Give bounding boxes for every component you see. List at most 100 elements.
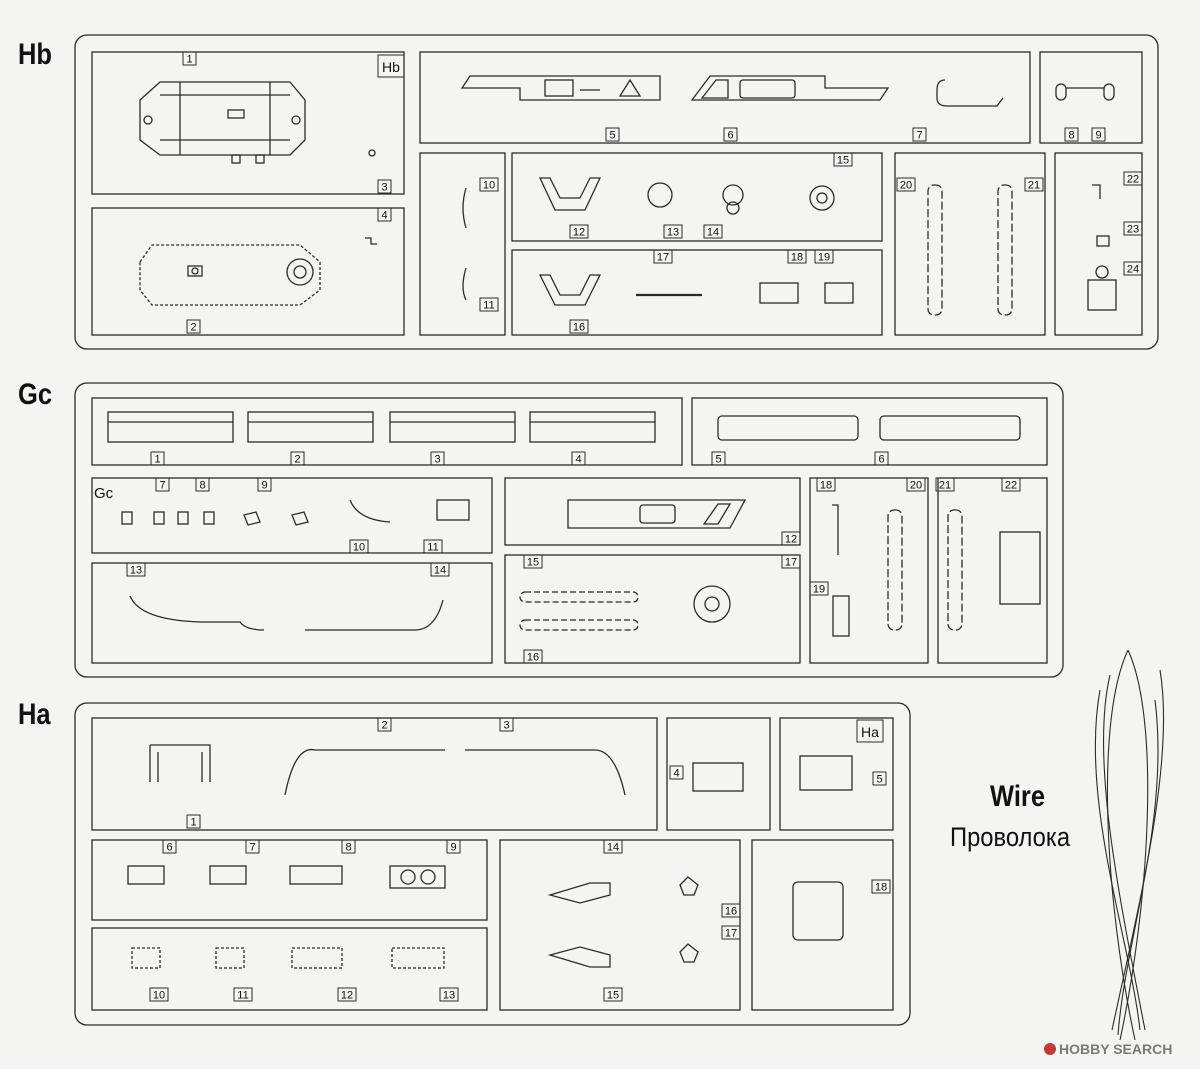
hb-label-11: 11 [483, 300, 494, 312]
sprue-gc-cell [809, 477, 929, 664]
sprue-hb-cell [1054, 152, 1143, 336]
ha-part-7 [209, 865, 247, 885]
gc-part-22 [999, 531, 1041, 605]
gc-label-1: 1 [154, 454, 160, 466]
sprue-ha-tag: Ha [856, 719, 884, 743]
sprue-gc-cell [691, 397, 1048, 466]
gc-part-3-bogie [389, 411, 516, 443]
part-hb-9 [1103, 83, 1115, 101]
hb-label-22: 22 [1127, 174, 1139, 186]
part-hb-8 [1055, 83, 1067, 101]
ha-part-15 [547, 946, 611, 968]
gc-part-8 [177, 511, 215, 525]
part-hb-12 [538, 177, 602, 211]
gc-part-12-panel [567, 499, 747, 529]
gc-part-14 [305, 599, 444, 631]
sprue-hb-tag: Hb [377, 54, 405, 78]
gc-part-21 [947, 509, 963, 631]
gc-label-16: 16 [527, 652, 539, 664]
gc-label-17: 17 [785, 557, 797, 569]
part-hb-10 [462, 187, 467, 229]
gc-part-4-bogie [529, 411, 656, 443]
sprue-ha-cell [499, 839, 741, 1011]
gc-label-12: 12 [785, 534, 797, 546]
gc-part-11 [436, 499, 470, 521]
sprue-ha-cell [91, 839, 488, 921]
sprue-gc-tag: Gc [94, 485, 114, 502]
watermark-text: HOBBY SEARCH [1059, 1041, 1173, 1057]
gc-label-2: 2 [294, 454, 300, 466]
gc-part-9 [243, 511, 261, 526]
sprue-hb-part-numbers: 1 2 3 4 5 6 7 8 9 10 11 12 13 14 15 16 1… [186, 54, 1139, 334]
gc-label-7: 7 [159, 480, 165, 492]
part-hb-21 [997, 184, 1013, 316]
ha-label-12: 12 [341, 990, 353, 1002]
hb-label-24: 24 [1127, 264, 1139, 276]
gc-label-19: 19 [813, 584, 825, 596]
sprue-ha-cell [91, 927, 488, 1011]
hb-label-18: 18 [791, 252, 803, 264]
ha-part-10 [131, 947, 161, 969]
part-hb-7 [936, 79, 1004, 107]
gc-label-21: 21 [939, 480, 951, 492]
svg-text:Ha: Ha [861, 724, 879, 740]
sprue-title-hb: Hb [18, 38, 52, 71]
ha-part-6 [127, 865, 165, 885]
gc-part-5-bogie [717, 415, 859, 441]
ha-label-18: 18 [875, 882, 887, 894]
sprue-hb-cell [511, 249, 883, 336]
part-hb-2-floor [139, 244, 321, 306]
ha-label-2: 2 [381, 720, 387, 732]
hb-label-21: 21 [1028, 180, 1040, 192]
hb-label-17: 17 [657, 252, 669, 264]
part-hb-19 [824, 282, 854, 304]
ha-part-14 [547, 882, 611, 904]
sprue-ha-cell [666, 717, 771, 831]
hb-label-15: 15 [837, 155, 849, 167]
ha-label-14: 14 [607, 842, 619, 854]
sprue-ha-cell [91, 717, 658, 831]
gc-part-6-bogie [879, 415, 1021, 441]
ha-part-2 [284, 748, 445, 796]
sprue-hb-labels [182, 51, 1143, 334]
gc-part-15 [519, 591, 639, 603]
sprue-ha-labels [149, 717, 891, 1002]
gc-label-3: 3 [434, 454, 440, 466]
part-hb-22 [1092, 184, 1101, 199]
part-hb-20 [927, 184, 943, 316]
hb-label-3: 3 [381, 182, 387, 194]
hb-label-20: 20 [900, 180, 912, 192]
ha-label-15: 15 [607, 990, 619, 1002]
gc-part-19 [832, 595, 850, 637]
gc-label-22: 22 [1005, 480, 1017, 492]
ha-part-5 [799, 755, 853, 791]
wire-subtitle: Проволока [950, 822, 1071, 852]
sprue-hb-cell [1039, 51, 1143, 144]
gc-part-2-bogie [247, 411, 374, 443]
gc-label-13: 13 [130, 565, 142, 577]
ha-part-4 [692, 762, 744, 792]
sprue-ha-cell [751, 839, 894, 1011]
gc-part-17 [693, 585, 731, 623]
svg-text:Gc: Gc [94, 485, 114, 502]
part-hb-1-hull [139, 81, 306, 164]
part-hb-14 [722, 184, 744, 215]
gc-part-16 [519, 619, 639, 631]
sprue-hb-cell [91, 207, 405, 336]
part-hb-5-panel [460, 75, 661, 101]
hb-label-19: 19 [818, 252, 830, 264]
ha-label-17: 17 [725, 928, 737, 940]
svg-text:Hb: Hb [382, 59, 400, 75]
gc-part-13 [129, 595, 265, 631]
gc-label-9: 9 [261, 480, 267, 492]
sprue-gc-frame [74, 382, 1064, 678]
part-hb-16 [538, 274, 602, 306]
ha-label-13: 13 [443, 990, 455, 1002]
ha-label-10: 10 [153, 990, 165, 1002]
ha-label-4: 4 [673, 768, 679, 780]
watermark: HOBBY SEARCH [1044, 1041, 1172, 1057]
ha-label-5: 5 [876, 774, 882, 786]
ha-label-7: 7 [249, 842, 255, 854]
hb-label-6: 6 [727, 130, 733, 142]
hb-label-4: 4 [381, 210, 387, 222]
